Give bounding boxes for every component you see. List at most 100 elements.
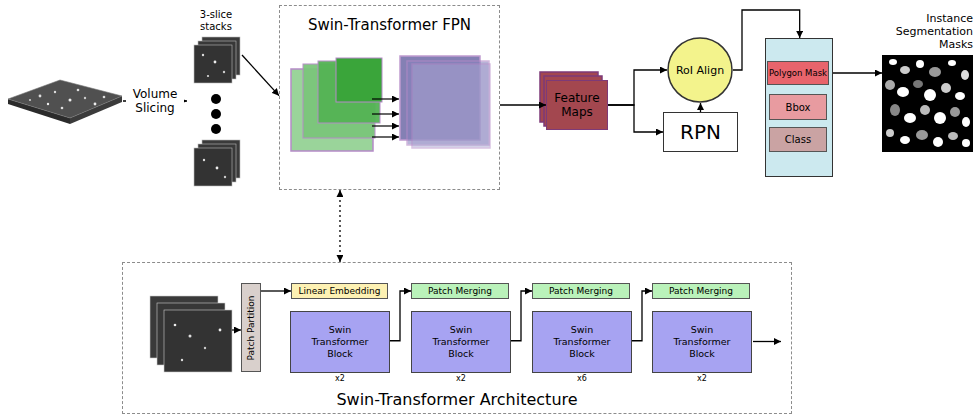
linear-embedding: Linear Embedding <box>291 283 388 299</box>
cell-dot <box>84 97 86 99</box>
cell-dot <box>224 176 226 178</box>
repeat-count: x6 <box>533 374 631 383</box>
box-label: Linear Embedding <box>299 286 381 296</box>
mask-blob <box>897 87 909 97</box>
cell-dot <box>39 95 42 98</box>
fpn-group: Swin-Transformer FPN <box>279 5 500 190</box>
stack-heading: 3-slice stacks <box>184 9 248 33</box>
mask-blob <box>904 113 916 123</box>
cell-dot <box>77 89 80 92</box>
mask-blob <box>890 104 900 116</box>
lateral-arrow <box>372 136 399 137</box>
cell-dot <box>61 107 64 110</box>
dotted-link <box>339 190 340 262</box>
cell-dot <box>219 329 222 332</box>
swin-block: Swin Transformer Blockx2 <box>290 311 390 373</box>
block-label: Swin Transformer Block <box>664 324 740 360</box>
cell-dot <box>174 324 177 327</box>
mask-blob <box>913 80 923 88</box>
volume-top <box>8 80 122 118</box>
group-title: Swin-Transformer Architecture <box>123 390 791 409</box>
cell-dot <box>29 99 31 101</box>
cell-dot <box>189 335 192 338</box>
patch-merging: Patch Merging <box>532 283 630 299</box>
connector <box>700 103 701 112</box>
box-label: Bbox <box>786 102 811 113</box>
circle-shape <box>668 38 732 102</box>
connector <box>390 291 411 341</box>
mask-blob <box>924 89 936 101</box>
box-label: Patch Partition <box>246 295 256 360</box>
repeat-count: x2 <box>653 374 751 383</box>
cell-dot <box>202 54 204 56</box>
mask-blob <box>920 105 930 115</box>
box-label: Polygon Mask <box>769 68 827 78</box>
rpn-box: RPN <box>663 112 738 152</box>
cell-dot <box>181 359 183 361</box>
cell-dot <box>214 61 217 64</box>
cell-dot <box>223 71 225 73</box>
patch-partition: Patch Partition <box>241 283 261 372</box>
cell-dot <box>54 91 56 93</box>
cell-dot <box>47 103 49 105</box>
mask-output: Instance Segmentation Masks <box>882 55 973 152</box>
mask-blob <box>948 132 958 140</box>
box-label: RoI Align <box>676 64 724 77</box>
block-label: Swin Transformer Block <box>423 324 499 360</box>
swin-block: Swin Transformer Blockx2 <box>411 311 511 373</box>
repeat-count: x2 <box>412 374 510 383</box>
bbox-head: Bbox <box>769 94 827 120</box>
encoder-map <box>336 58 382 102</box>
backbone-group: Swin-Transformer Architecture Patch Parti… <box>122 262 792 414</box>
connector <box>242 55 279 96</box>
mask-blob <box>886 129 894 137</box>
input-arrow <box>232 329 241 330</box>
cell-dot <box>94 103 97 106</box>
block-label: Patch Merging <box>428 286 492 296</box>
group-title: Swin-Transformer FPN <box>280 16 499 34</box>
slice-stack: 3-slice stacks <box>190 36 242 188</box>
mask-blob <box>962 117 970 127</box>
block-label: Swin Transformer Block <box>302 324 378 360</box>
pyramid-map <box>412 64 490 148</box>
output-heading: Instance Segmentation Masks <box>881 12 973 51</box>
mask-blob <box>916 130 928 140</box>
patch-merging: Patch Merging <box>652 283 750 299</box>
cell-dot <box>207 75 209 77</box>
cell-dot <box>203 159 205 161</box>
swin-block: Swin Transformer Blockx2 <box>652 311 752 373</box>
lateral-arrow <box>372 113 399 114</box>
slice-image <box>194 148 232 186</box>
ellipsis-dot <box>211 124 221 134</box>
class-head: Class <box>769 127 827 152</box>
mask-blob <box>916 60 924 68</box>
block-label: Patch Merging <box>669 286 733 296</box>
mask-blob <box>933 137 943 147</box>
connector <box>608 70 667 105</box>
arrow-label: Volume Slicing <box>126 87 184 115</box>
cell-dot <box>69 99 72 102</box>
swin-block: Swin Transformer Blockx6 <box>532 311 632 373</box>
slice-image <box>194 45 232 83</box>
lateral-arrow <box>372 98 399 99</box>
mask-head: Polygon Mask <box>767 61 829 85</box>
block-label: Swin Transformer Block <box>544 324 620 360</box>
connector <box>500 104 546 105</box>
connector <box>632 291 652 341</box>
connector <box>261 290 291 291</box>
lateral-arrow <box>372 125 399 126</box>
connector <box>511 291 532 341</box>
ellipsis-dot <box>211 109 221 119</box>
roi-align-circle: RoI Align <box>667 37 733 103</box>
block-label: Patch Merging <box>549 286 613 296</box>
mask-blob <box>961 70 969 80</box>
output-arrow <box>753 341 781 342</box>
mask-image <box>882 55 973 152</box>
mask-blob <box>934 112 946 124</box>
cell-dot <box>216 167 219 170</box>
slice-image <box>164 310 232 372</box>
cell-dot <box>204 347 206 349</box>
ellipsis-dot <box>211 94 221 104</box>
cell-dot <box>103 96 106 99</box>
